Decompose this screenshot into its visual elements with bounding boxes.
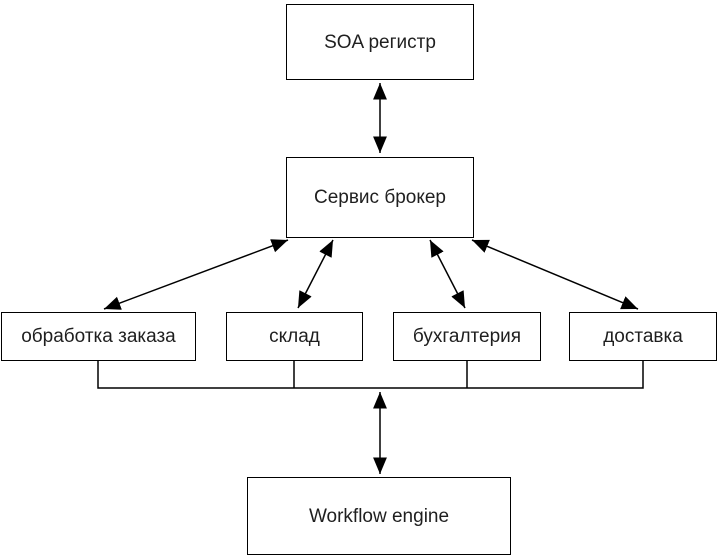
node-workflow-engine: Workflow engine	[247, 477, 511, 555]
node-delivery-label: доставка	[603, 326, 683, 347]
node-service-broker: Сервис брокер	[286, 157, 474, 238]
node-warehouse: склад	[226, 312, 363, 361]
node-soa-registry: SOA регистр	[286, 4, 474, 80]
node-delivery: доставка	[569, 312, 717, 361]
services-bus-line	[97, 361, 644, 389]
node-warehouse-label: склад	[269, 326, 320, 347]
node-service-broker-label: Сервис брокер	[313, 187, 447, 208]
edge-broker-warehouse	[297, 239, 334, 309]
edge-broker-order-processing	[103, 239, 289, 310]
node-order-processing: обработка заказа	[1, 312, 196, 361]
node-workflow-engine-label: Workflow engine	[308, 505, 450, 527]
node-order-processing-label: обработка заказа	[21, 326, 176, 347]
edge-broker-accounting	[429, 239, 466, 309]
edge-broker-delivery	[471, 239, 639, 310]
node-accounting: бухгалтерия	[393, 312, 541, 361]
node-soa-registry-label: SOA регистр	[324, 31, 436, 53]
node-accounting-label: бухгалтерия	[412, 326, 522, 347]
